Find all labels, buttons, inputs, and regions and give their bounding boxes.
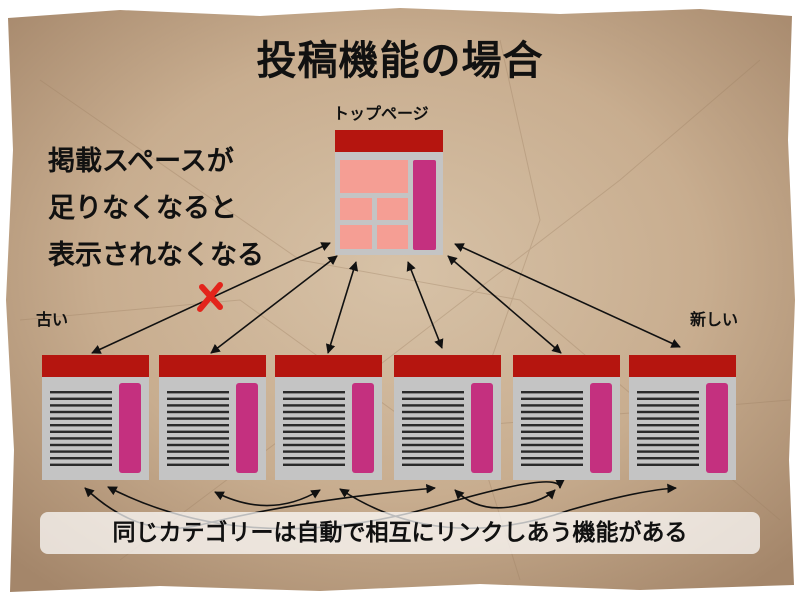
link-arrows bbox=[91, 242, 681, 354]
post-page-icon bbox=[42, 355, 149, 480]
post-page-icon bbox=[513, 355, 620, 480]
top-page-icon bbox=[335, 130, 443, 255]
post-page-icon bbox=[159, 355, 266, 480]
page-title: 投稿機能の場合 bbox=[256, 38, 544, 84]
old-label: 古い bbox=[36, 310, 69, 329]
post-page-icon bbox=[629, 355, 736, 480]
new-label: 新しい bbox=[690, 310, 739, 329]
note-line: 表示されなくなる bbox=[48, 240, 264, 271]
top-page-label: トップページ bbox=[333, 104, 429, 123]
post-page-icon bbox=[275, 355, 382, 480]
post-page-icon bbox=[394, 355, 501, 480]
note-text: 掲載スペースが 足りなくなると 表示されなくなる bbox=[48, 138, 264, 279]
post-pages bbox=[42, 355, 736, 480]
note-line: 足りなくなると bbox=[48, 193, 237, 224]
caption-banner: 同じカテゴリーは自動で相互にリンクしあう機能がある bbox=[40, 512, 760, 554]
paper-background bbox=[6, 8, 795, 592]
note-line: 掲載スペースが bbox=[48, 146, 234, 177]
cross-mark-icon bbox=[197, 282, 223, 312]
